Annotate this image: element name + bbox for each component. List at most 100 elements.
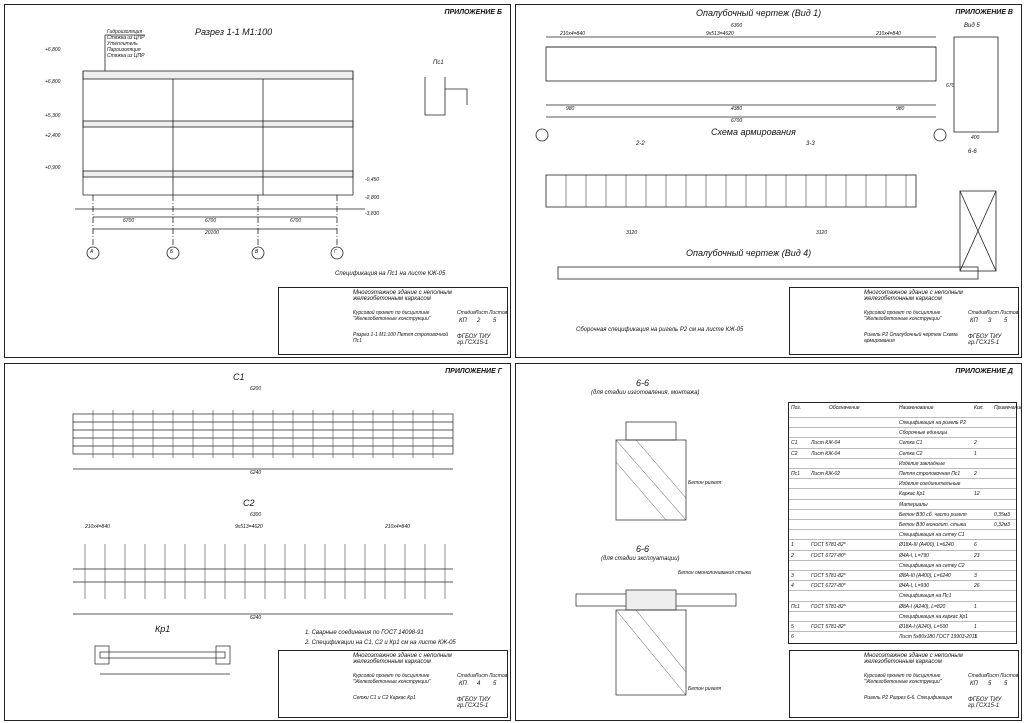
spec-row: Спецификация на каркас Кр1 — [789, 610, 1016, 623]
appendix-label: ПРИЛОЖЕНИЕ В — [955, 9, 1013, 16]
stamp-stage: КП — [970, 681, 978, 687]
spec-row: Материалы — [789, 498, 1016, 511]
view5-title: Вид 5 — [964, 23, 980, 29]
stamp-org-title: Многоэтажное здание с неполным железобет… — [353, 653, 452, 665]
spec-cell: Лист КЖ-04 — [811, 450, 841, 457]
concrete-label: Бетон омоноличивания стыка — [678, 570, 751, 576]
spec-cell: Сетка С2 — [899, 450, 923, 457]
drawing-sheet-specification: ПРИЛОЖЕНИЕ Д 6-6 (для стадии изготовлени… — [515, 363, 1022, 721]
spec-cell: ГОСТ 5781-82* — [811, 624, 846, 630]
stamp-content: Сетки С1 и С2 Каркас Кр1 — [353, 695, 416, 701]
dim: 6240 — [250, 615, 262, 621]
stamp-org-title: Многоэтажное здание с неполным железобет… — [353, 290, 452, 302]
stamp-content: Ригель Р2 Опалубочный чертеж Схема армир… — [864, 332, 958, 344]
spec-cell: 6 — [791, 634, 794, 641]
stamp-org-title: Многоэтажное здание с неполным железобет… — [864, 290, 963, 302]
axis-label: В — [255, 249, 259, 255]
axis-label: Г — [334, 249, 337, 255]
stamp-sheets: 5 — [1004, 681, 1008, 687]
spec-header-cell: Обозначение — [829, 405, 860, 411]
spec-row: Сборочные единицы — [789, 427, 1016, 439]
dim: 670 — [946, 83, 955, 89]
dim: 400 — [971, 135, 980, 141]
stamp-org: ФГБОУ ТИУ гр.ГСХ15-1 — [457, 334, 491, 346]
appendix-label: ПРИЛОЖЕНИЕ Г — [445, 368, 502, 375]
title-block: Многоэтажное здание с неполным железобет… — [789, 287, 1019, 355]
spec-cell: 3 — [974, 573, 977, 579]
level-mark: -0,450 — [365, 177, 380, 183]
stamp-org: ФГБОУ ТИУ гр.ГСХ15-1 — [968, 697, 1002, 709]
stamp-stage-label: Стадия — [968, 310, 987, 316]
spec-cell: Изделия соединительные — [899, 481, 961, 488]
note: 1. Сварные соединения по ГОСТ 14098-91 — [305, 630, 424, 636]
spec-cell: Сетка С1 — [899, 440, 923, 447]
spec-row: Изделия закладные — [789, 457, 1016, 470]
mesh-drawing — [72, 410, 454, 675]
dim: 210х4=840 — [385, 524, 410, 530]
appendix-label: ПРИЛОЖЕНИЕ Д — [955, 368, 1013, 375]
stamp-sheet-label: Лист — [475, 310, 488, 316]
stamp-sheet-label: Лист — [475, 673, 488, 679]
spec-cell: 23 — [974, 552, 980, 559]
spec-cell: Спецификация на сетку С1 — [899, 532, 965, 539]
spec-header-cell: Кол. — [974, 405, 984, 411]
dim: 6240 — [250, 470, 262, 476]
dim: 3120 — [816, 230, 828, 236]
dim: 9х513=4620 — [235, 524, 263, 530]
section-66-drawing — [575, 421, 737, 696]
spec-cell: Бетон В30 монолит. стыка — [899, 522, 966, 528]
detail-title: Пс1 — [433, 60, 444, 66]
stamp-sheets: 5 — [493, 681, 497, 687]
spec-cell: Пс1 — [791, 603, 800, 610]
stamp-sheet: 3 — [988, 318, 992, 324]
spec-cell: ГОСТ 5781-82* — [811, 573, 846, 579]
spec-cell: Пс1 — [791, 471, 800, 477]
dim: 210х4=840 — [85, 524, 110, 530]
dim: 6300 — [250, 512, 262, 518]
stamp-stage-label: Стадия — [457, 673, 476, 679]
spec-cell: Ø18А-III (А400), L=6240 — [899, 542, 954, 549]
section-a-title: 6-6 — [636, 378, 650, 388]
concrete-label: Бетон ригеля — [688, 686, 722, 692]
dim: 980 — [566, 106, 575, 112]
spec-cell: ГОСТ 5781-82* — [811, 603, 846, 610]
spec-cell: ГОСТ 6727-80* — [811, 552, 846, 559]
section-drawing — [75, 34, 468, 260]
section-label: 2-2 — [636, 141, 645, 147]
spec-cell: 1 — [974, 603, 977, 610]
spec-cell: ГОСТ 5781-82* — [811, 542, 846, 549]
span-dim: 6700 — [123, 218, 135, 224]
spec-cell: 5 — [791, 624, 794, 630]
stamp-content: Разрез 1-1 М1:100 Петля строповочной Пс1 — [353, 332, 449, 344]
spec-cell: Ø8А-I (А240), L=820 — [899, 603, 946, 610]
spec-cell: Бетон В30 сб. части ригеля — [899, 511, 967, 518]
spec-cell: Спецификация на сетку С2 — [899, 562, 965, 569]
span-dim: 6700 — [205, 218, 217, 224]
dim: 6700 — [731, 118, 743, 124]
spec-cell: 2 — [974, 440, 977, 447]
stamp-stage: КП — [459, 318, 467, 324]
legend-item: Стяжка из ЦПР — [107, 35, 145, 41]
spec-cell: 1 — [791, 542, 794, 549]
spec-cell: Лист 5х80х180 ГОСТ 19903-2015 — [899, 634, 978, 641]
spec-cell: 1 — [974, 450, 977, 457]
dim: 9х513=4620 — [706, 31, 734, 37]
stamp-course: Курсовой проект по дисциплине "Железобет… — [864, 673, 942, 685]
concrete-label: Бетон ригеля — [688, 480, 722, 486]
spec-cell: 1 — [974, 634, 977, 641]
formwork4-title: Опалубочный чертеж (Вид 4) — [686, 248, 812, 258]
stamp-sheets-label: Листов — [489, 310, 508, 316]
level-mark: +5,300 — [45, 113, 61, 119]
drawing-sheet-formwork: ПРИЛОЖЕНИЕ В Опалубочный чертеж (Вид 1) … — [515, 4, 1022, 358]
spec-cell: Ø4А-I, L=790 — [899, 552, 929, 559]
stamp-stage-label: Стадия — [457, 310, 476, 316]
stamp-course: Курсовой проект по дисциплине "Железобет… — [353, 673, 431, 685]
stamp-sheets: 5 — [1004, 318, 1008, 324]
